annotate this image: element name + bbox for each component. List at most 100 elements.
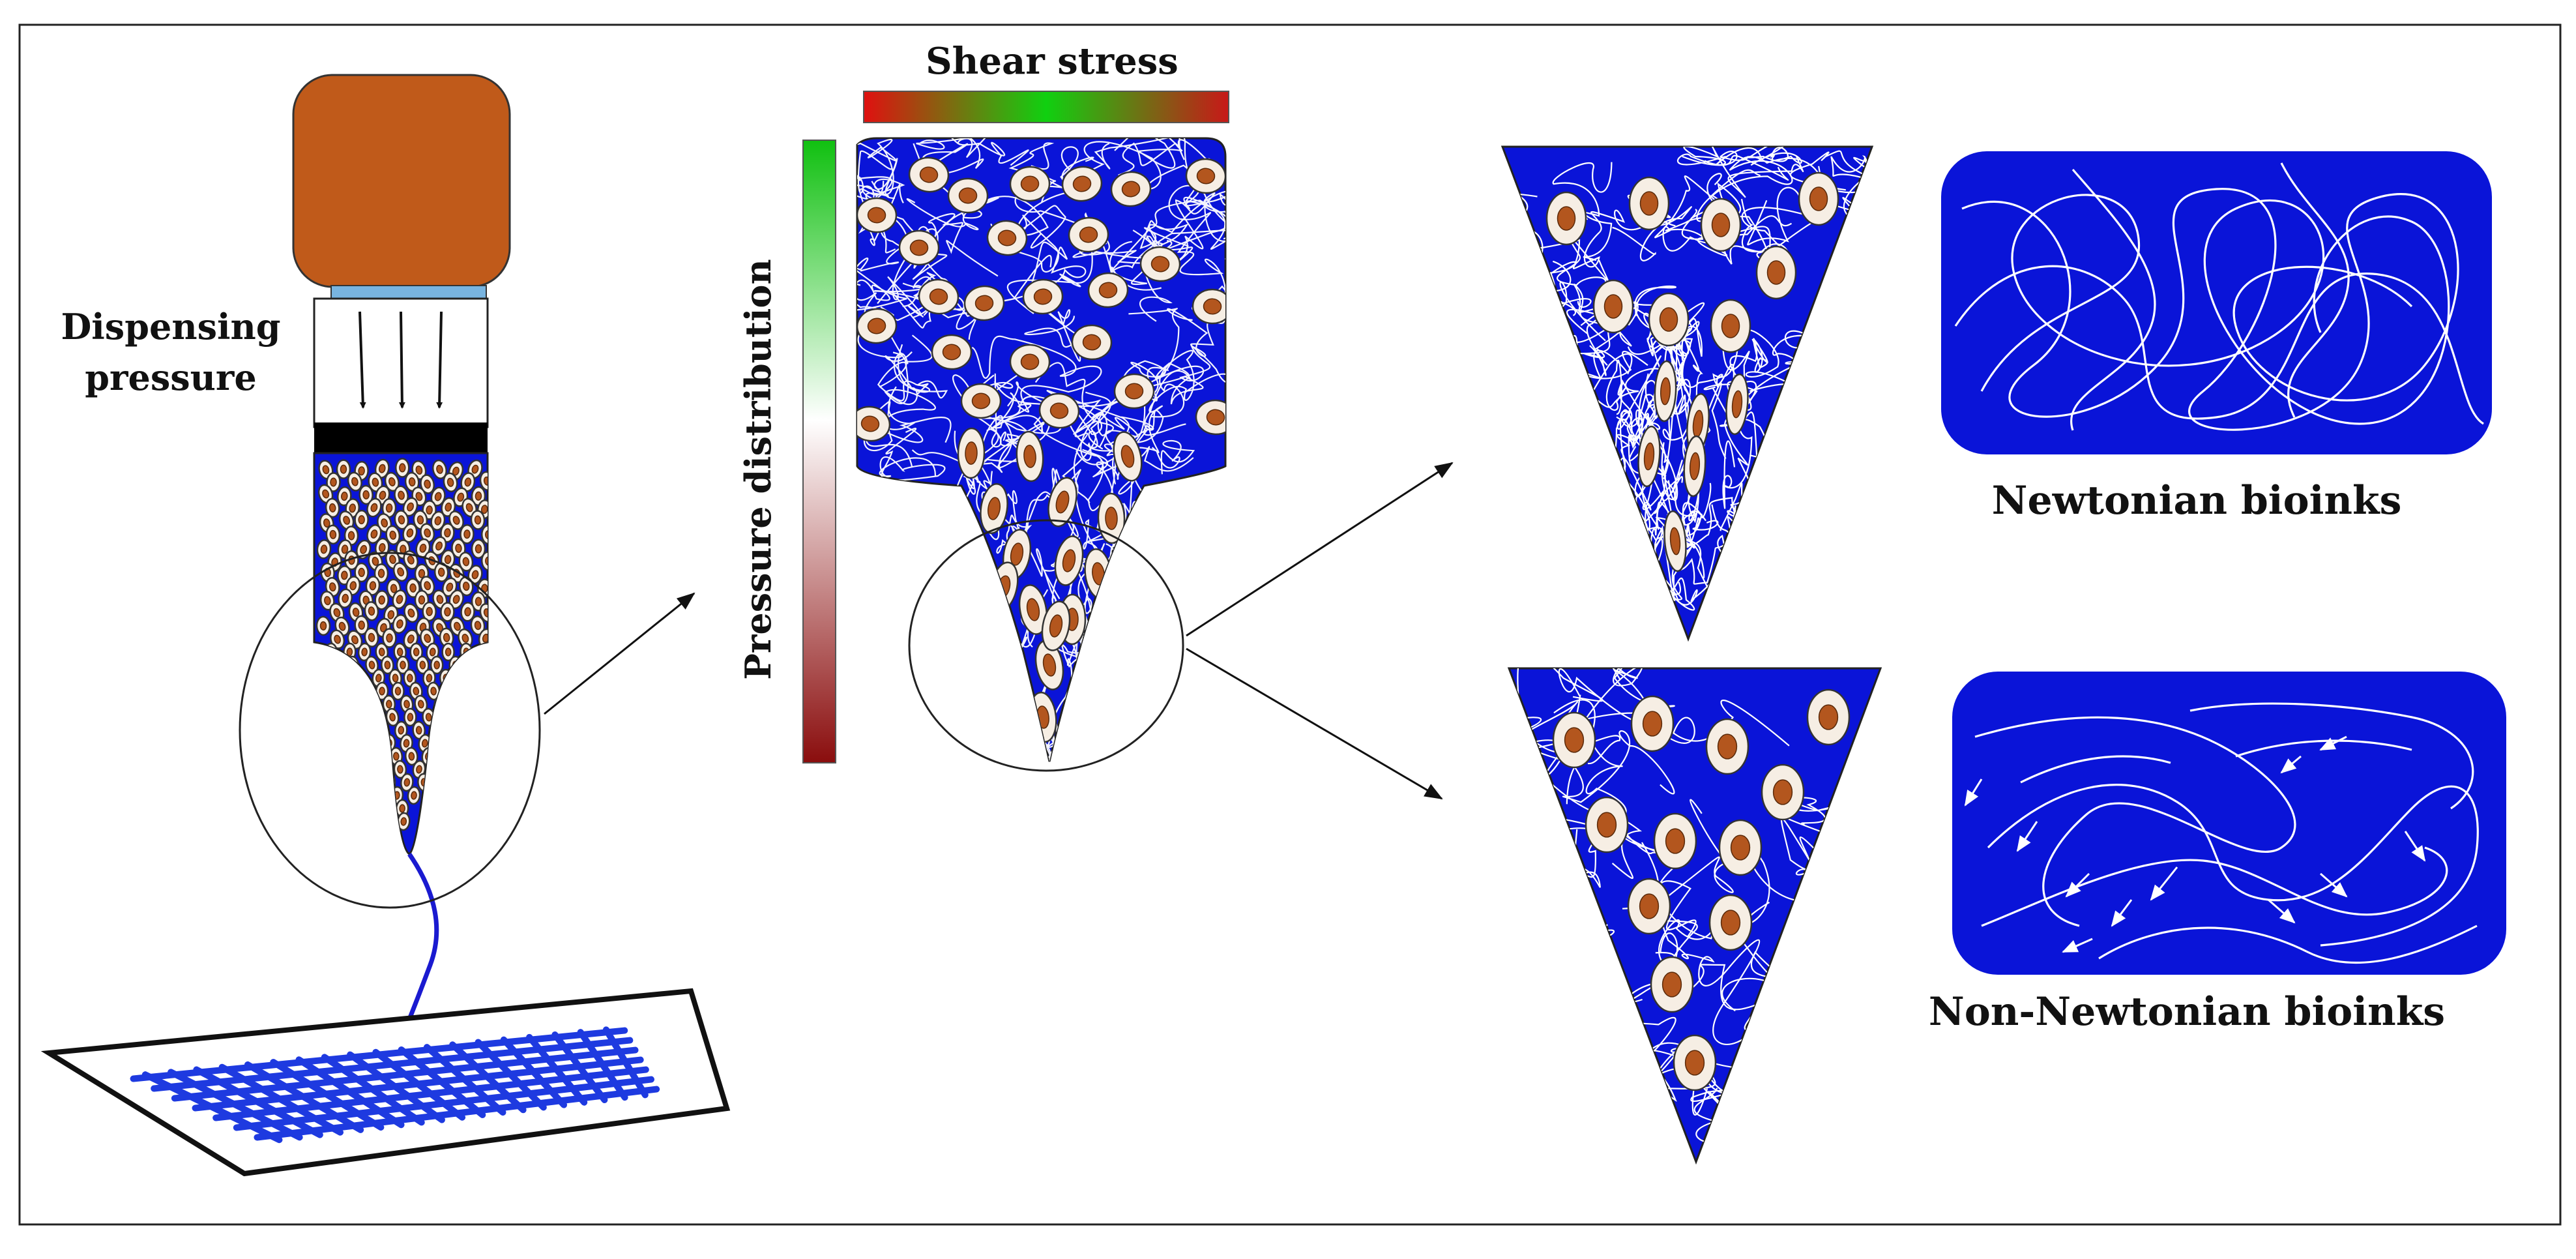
cell — [374, 720, 388, 740]
cell — [432, 459, 447, 480]
cell — [450, 694, 464, 714]
cell — [1683, 435, 1706, 497]
syringe-cap — [292, 74, 511, 288]
cell — [1113, 431, 1143, 482]
cell — [1192, 288, 1225, 325]
cell — [420, 523, 435, 543]
newtonian-polymer-box — [1941, 151, 2492, 454]
non-newtonian-polymer-box — [1952, 672, 2506, 975]
cell — [329, 655, 343, 675]
cell — [1653, 812, 1697, 870]
cell — [373, 563, 389, 584]
cell — [403, 603, 419, 623]
cell — [1761, 763, 1805, 821]
cell — [1185, 158, 1225, 194]
cell — [437, 707, 451, 727]
cell — [980, 483, 1008, 534]
cell — [1806, 689, 1851, 746]
cell — [430, 655, 444, 675]
cell — [1097, 492, 1126, 544]
cell — [1637, 425, 1661, 488]
cell — [898, 230, 940, 266]
cell — [319, 591, 335, 611]
cell — [1627, 878, 1671, 935]
print-bed — [40, 988, 731, 1177]
cell — [338, 588, 353, 608]
cell — [1648, 292, 1690, 347]
cell — [429, 760, 443, 779]
cell — [403, 707, 417, 727]
label-non-newtonian-bioinks: Non-Newtonian bioinks — [1929, 989, 2445, 1035]
cell — [1016, 430, 1044, 482]
cell — [1650, 956, 1694, 1013]
cell — [385, 707, 400, 727]
cell — [986, 220, 1028, 256]
cell — [317, 484, 334, 504]
cell — [382, 628, 397, 648]
cell — [354, 562, 369, 583]
cell — [1710, 299, 1751, 353]
pressure-distribution-gradient-bar — [802, 140, 836, 763]
cell — [391, 681, 405, 701]
cell — [471, 539, 486, 559]
cell — [453, 487, 469, 507]
cell — [1009, 344, 1051, 380]
nozzle-tip-newtonian — [1500, 145, 1874, 642]
figure-frame — [18, 23, 2562, 1226]
cell — [412, 720, 426, 740]
cell — [366, 497, 382, 518]
cell — [441, 497, 456, 517]
cell — [405, 578, 420, 599]
cell — [430, 511, 446, 531]
cell — [381, 497, 397, 518]
cell — [908, 156, 950, 193]
cell — [478, 642, 488, 662]
cell — [364, 601, 379, 621]
cell — [963, 285, 1005, 321]
cell — [1585, 796, 1629, 853]
cell — [1068, 216, 1109, 253]
cell — [354, 615, 369, 636]
cell — [460, 524, 475, 544]
nozzle-tip-non-newtonian — [1507, 667, 1882, 1165]
cell — [414, 694, 428, 714]
printed-strand — [192, 1056, 644, 1112]
cell — [326, 472, 341, 492]
cell — [1592, 279, 1634, 334]
cell — [857, 197, 898, 233]
printed-strand — [254, 1086, 660, 1141]
cell — [1054, 535, 1084, 586]
cell — [1673, 1034, 1717, 1091]
cell — [325, 497, 340, 518]
label-newtonian-bioinks: Newtonian bioinks — [1992, 478, 2402, 524]
cell — [394, 485, 409, 505]
cell — [1654, 360, 1677, 422]
cell — [857, 308, 898, 344]
cell — [336, 486, 352, 507]
cell — [420, 474, 435, 494]
cell — [1087, 272, 1129, 308]
syringe — [292, 74, 511, 1058]
cell — [340, 681, 355, 701]
cell — [358, 720, 372, 740]
cell — [315, 615, 331, 636]
cell — [460, 472, 476, 492]
cell — [1195, 399, 1225, 436]
cell — [1545, 191, 1587, 246]
cell — [857, 406, 891, 442]
cell — [458, 552, 474, 572]
cell — [1038, 393, 1080, 429]
cell — [357, 642, 372, 662]
cell — [440, 602, 455, 622]
cell — [407, 786, 421, 805]
cell — [931, 334, 973, 370]
cell — [1139, 246, 1181, 282]
cell — [1663, 510, 1687, 572]
cell — [316, 539, 332, 559]
cell — [426, 681, 441, 701]
cell — [347, 471, 362, 492]
cell — [448, 589, 464, 610]
cell — [393, 760, 407, 779]
cell — [394, 510, 409, 530]
